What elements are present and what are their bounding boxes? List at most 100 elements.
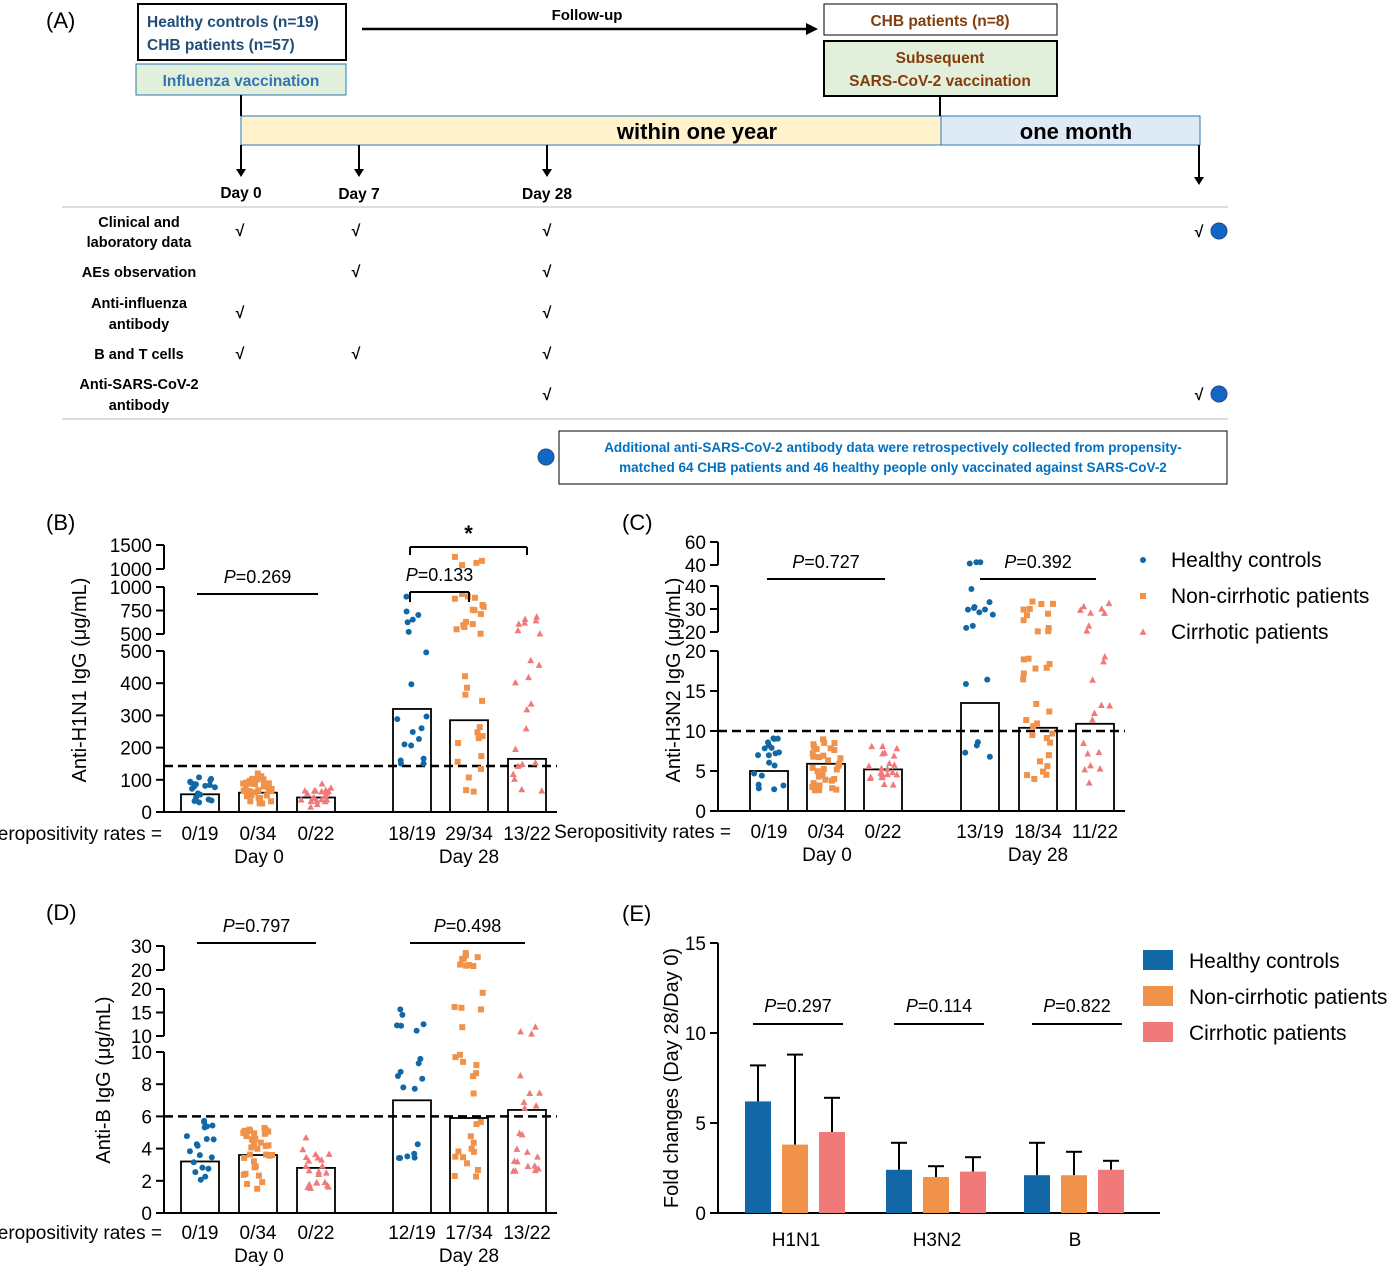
data-point [258, 773, 265, 780]
seropositivity-value: 17/34 [445, 1223, 493, 1244]
data-point [257, 1139, 264, 1146]
data-point [1037, 758, 1044, 765]
p-value: P=0.822 [1043, 996, 1111, 1016]
p-value: P=0.498 [434, 916, 502, 936]
data-point [467, 1133, 474, 1140]
mean-bar [1075, 722, 1115, 812]
seropositivity-value: 13/22 [503, 1223, 551, 1244]
data-point [241, 1154, 248, 1161]
panel-label: (D) [46, 900, 77, 925]
data-point [266, 1152, 273, 1159]
data-point [460, 955, 467, 962]
y-tick-label: 10 [685, 722, 706, 743]
data-point [479, 989, 486, 996]
data-point [473, 1062, 480, 1069]
data-point [394, 1022, 401, 1029]
data-point [249, 775, 256, 782]
data-point [476, 724, 483, 731]
day0-arrow-head [236, 169, 246, 177]
data-point [397, 1006, 404, 1013]
data-point [397, 757, 404, 764]
check-mark: √ [352, 346, 361, 363]
data-point [255, 787, 262, 794]
data-point [780, 782, 787, 789]
group-label: Day 28 [1008, 845, 1068, 866]
y-tick-label: 10 [131, 1043, 152, 1064]
blue-dot-marker [1210, 385, 1228, 403]
data-point [262, 1142, 269, 1149]
data-point [310, 787, 318, 794]
data-point [766, 759, 773, 766]
data-point [514, 626, 522, 634]
data-point [1033, 700, 1040, 707]
data-point [395, 1155, 402, 1162]
data-point [246, 1151, 253, 1158]
check-mark: √ [352, 264, 361, 281]
p-value: P=0.797 [223, 916, 291, 936]
data-point [420, 760, 427, 767]
data-point [254, 770, 261, 777]
data-point [202, 1173, 209, 1180]
data-point [964, 606, 971, 613]
data-point [254, 776, 261, 783]
row-label: AEs observation [82, 265, 196, 281]
y-tick-label: 8 [141, 1075, 152, 1096]
data-point [535, 661, 543, 668]
data-point [1049, 600, 1056, 607]
data-point [470, 1073, 477, 1080]
data-point [528, 1030, 535, 1037]
check-mark: √ [236, 346, 245, 363]
y-tick-label: 500 [120, 625, 152, 646]
data-point [462, 949, 469, 956]
data-point [452, 1153, 459, 1160]
legend-marker [1139, 628, 1147, 635]
data-point [962, 681, 969, 688]
seropositivity-value: 18/34 [1014, 822, 1062, 843]
data-point [513, 1145, 521, 1152]
data-point [1081, 765, 1089, 773]
data-point [469, 606, 476, 613]
data-point [451, 553, 458, 560]
data-point [1087, 761, 1094, 769]
data-point [1024, 772, 1031, 779]
data-point [475, 735, 482, 742]
data-point [451, 595, 458, 602]
p-value: P=0.269 [224, 567, 292, 587]
data-point [206, 782, 213, 789]
data-point [318, 1156, 325, 1163]
data-point [1049, 730, 1056, 737]
y-tick-label: 20 [685, 642, 706, 663]
data-point [240, 787, 247, 794]
followup-label: Follow-up [552, 7, 623, 24]
data-point [400, 1084, 407, 1091]
data-point [248, 1144, 255, 1151]
data-point [810, 780, 817, 787]
data-point [455, 740, 462, 747]
data-point [314, 1154, 322, 1161]
row-label: Anti-influenza [91, 296, 188, 312]
data-point [302, 1162, 310, 1169]
data-point [1046, 660, 1053, 667]
data-point [1076, 606, 1084, 613]
data-point [302, 1134, 310, 1141]
data-point [420, 1021, 427, 1028]
data-point [968, 586, 975, 593]
data-point [254, 1145, 261, 1152]
period-bar-year [240, 115, 942, 146]
mean-bar [180, 1160, 220, 1214]
data-point [477, 765, 484, 772]
fold-change-bar [1024, 1175, 1050, 1213]
period-year-label: within one year [616, 119, 778, 144]
y-tick-label: 0 [695, 802, 706, 823]
data-point [536, 630, 544, 637]
data-point [409, 729, 416, 736]
data-point [257, 795, 264, 802]
row-label: laboratory data [87, 235, 193, 251]
data-point [879, 742, 887, 750]
mean-bar [449, 719, 489, 813]
day28-arrow-head [542, 169, 552, 177]
data-point [1029, 732, 1036, 739]
data-point [260, 783, 267, 790]
sars-line2: SARS-CoV-2 vaccination [849, 73, 1031, 90]
data-point [1089, 676, 1096, 683]
